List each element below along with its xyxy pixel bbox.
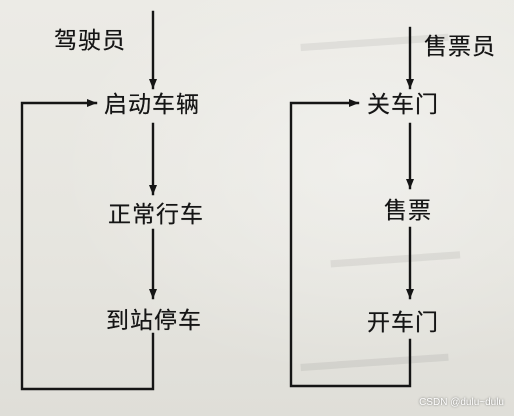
- watermark-text: CSDN @dulu~dulu: [419, 397, 504, 408]
- step-sell-tickets: 售票: [384, 198, 432, 224]
- step-start-vehicle: 启动车辆: [104, 92, 200, 118]
- step-stop-at-station: 到站停车: [106, 308, 202, 334]
- step-close-door: 关车门: [367, 92, 439, 118]
- step-normal-driving: 正常行车: [108, 202, 204, 228]
- step-open-door: 开车门: [367, 310, 439, 336]
- loop-line-left: [20, 99, 155, 391]
- driver-label: 驾驶员: [54, 28, 126, 54]
- loop-line-right: [289, 99, 412, 388]
- conductor-label: 售票员: [424, 34, 496, 60]
